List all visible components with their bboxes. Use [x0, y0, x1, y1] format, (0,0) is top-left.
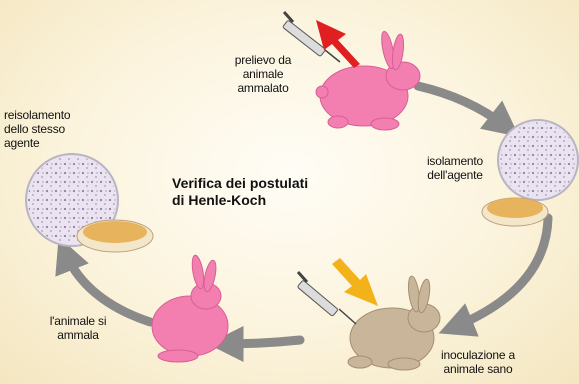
- syringe-icon: [282, 10, 341, 63]
- label-line: l'animale si: [49, 314, 107, 328]
- label-animale-ammala: l'animale si ammala: [28, 314, 128, 342]
- title-line: Verifica dei postulati: [172, 175, 309, 191]
- cycle-arrow-icon: [55, 236, 155, 327]
- petri-dish-icon: [25, 153, 119, 247]
- red-arrow-icon: [316, 20, 360, 68]
- label-line: reisolamento: [4, 108, 71, 122]
- label-line: isolamento: [426, 154, 484, 168]
- petri-dish-icon: [497, 119, 579, 201]
- label-prelievo: prelievo da animale ammalato: [218, 53, 308, 95]
- diagram-title: Verifica dei postulati di Henle-Koch: [172, 175, 308, 209]
- rabbit-icon: [347, 275, 441, 371]
- label-line: dello stesso: [4, 122, 65, 136]
- label-isolamento: isolamento dell'agente: [410, 154, 500, 182]
- culture-plate-icon: [481, 197, 549, 227]
- rabbit-icon: [315, 30, 421, 131]
- cycle-arrow-icon: [207, 325, 305, 362]
- label-line: ammala: [57, 328, 99, 342]
- label-line: prelievo da: [234, 53, 292, 67]
- culture-plate-icon: [76, 219, 154, 253]
- label-line: agente: [4, 136, 40, 150]
- label-line: inoculazione a: [441, 348, 515, 362]
- syringe-icon: [296, 270, 357, 325]
- label-reisolamento: reisolamento dello stesso agente: [4, 108, 96, 150]
- label-line: animale: [242, 67, 284, 81]
- cycle-arrow-icon: [413, 81, 520, 137]
- title-line: di Henle-Koch: [172, 192, 267, 208]
- cycle-arrow-icon: [438, 213, 553, 337]
- label-line: dell'agente: [427, 168, 483, 182]
- cycle-arrows: [55, 81, 553, 362]
- label-line: animale sano: [443, 362, 513, 376]
- rabbit-icon: [151, 254, 229, 363]
- yellow-arrow-icon: [332, 258, 378, 306]
- label-line: ammalato: [237, 81, 289, 95]
- label-inoculazione: inoculazione a animale sano: [428, 348, 528, 376]
